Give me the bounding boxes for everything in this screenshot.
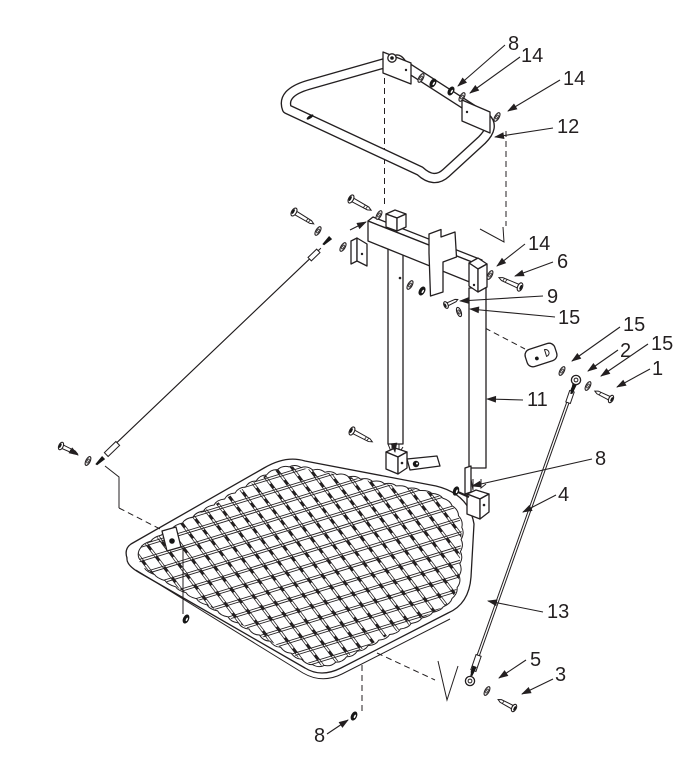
rod-eyelet — [464, 675, 476, 687]
washer-part15 — [454, 306, 464, 318]
angle-bracket-face — [356, 237, 368, 267]
corner-gusset-mark — [437, 660, 459, 702]
callout-1: 1 — [652, 358, 663, 380]
callout-8: 8 — [314, 725, 325, 747]
left-post-top-cap — [385, 209, 407, 232]
callout-8: 8 — [508, 33, 519, 55]
assembly-arrow-down — [390, 442, 398, 453]
nut-part8-bottom — [349, 710, 359, 722]
bolt-lower-left — [56, 440, 80, 458]
washer — [313, 225, 323, 237]
rod-alignment-line — [104, 465, 120, 508]
bolt-part1 — [592, 386, 616, 405]
callout-2: 2 — [620, 340, 631, 362]
weld-shade — [306, 114, 314, 120]
washer — [338, 241, 348, 253]
bracket-alignment-dashed — [376, 652, 436, 681]
callout-5: 5 — [530, 649, 541, 671]
callout-15: 15 — [623, 314, 645, 336]
hole-dot — [398, 276, 402, 280]
callout-11: 11 — [527, 389, 548, 411]
washer-part5 — [482, 685, 492, 697]
right-deck-bracket — [464, 465, 490, 520]
callout-15: 15 — [651, 333, 673, 355]
washer-part15 — [557, 365, 567, 377]
mesh-scalloped-border — [137, 465, 464, 668]
rod-eyelet — [570, 374, 582, 386]
left-support-rod — [94, 235, 333, 467]
callout-4: 4 — [558, 484, 569, 506]
callout-8: 8 — [595, 448, 606, 470]
rod-alignment-dashed — [118, 507, 163, 531]
bolt-part3 — [495, 695, 519, 714]
leader-lines — [326, 44, 651, 735]
washer-part14 — [492, 111, 502, 123]
upper-left-mount — [289, 193, 384, 267]
anchor-plate — [524, 342, 558, 368]
latch-flag-plate — [406, 455, 441, 471]
washer — [374, 209, 384, 221]
nut-part8 — [451, 485, 461, 497]
platform-deck — [125, 458, 475, 680]
bolt-shaft — [457, 490, 470, 499]
beam-end-cap — [468, 257, 488, 293]
alignment-dashed-plate — [484, 327, 526, 350]
washer — [405, 279, 415, 291]
nut-under-platform — [181, 613, 191, 625]
right-support-rod — [464, 374, 582, 687]
washer-part15 — [583, 380, 593, 392]
platform-thickness-edge — [135, 569, 451, 680]
assembly-arrow — [68, 447, 79, 456]
platform-left-corner-bracket — [161, 526, 184, 614]
expanded-metal-mesh — [138, 466, 462, 666]
hidden-plate-mark — [479, 226, 505, 243]
handle-right-mount-plate — [461, 99, 491, 134]
angle-bracket — [350, 237, 358, 265]
handle-loop — [280, 54, 495, 184]
bolt — [289, 206, 317, 229]
handle-mount-bolt-top — [387, 53, 397, 63]
callout-labels: 8 14 14 12 14 6 9 15 15 2 15 1 11 8 4 13… — [314, 33, 673, 747]
left-deck-bracket — [385, 447, 441, 475]
callout-13: 13 — [547, 601, 569, 623]
right-post — [468, 287, 487, 491]
callout-12: 12 — [557, 116, 579, 138]
callout-14: 14 — [563, 68, 585, 90]
nut — [417, 285, 427, 297]
washer — [83, 455, 93, 467]
notched-hanger-plate — [428, 228, 458, 297]
bolt — [347, 425, 375, 447]
bolt-part6 — [496, 273, 525, 293]
callout-14: 14 — [528, 233, 550, 255]
callout-14: 14 — [521, 45, 543, 67]
callout-9: 9 — [547, 286, 558, 308]
callout-15: 15 — [558, 307, 580, 329]
bolt — [346, 193, 374, 215]
assembly-arrow — [349, 221, 367, 231]
callout-6: 6 — [557, 251, 568, 273]
callout-3: 3 — [555, 664, 566, 686]
cross-beam — [367, 216, 483, 286]
